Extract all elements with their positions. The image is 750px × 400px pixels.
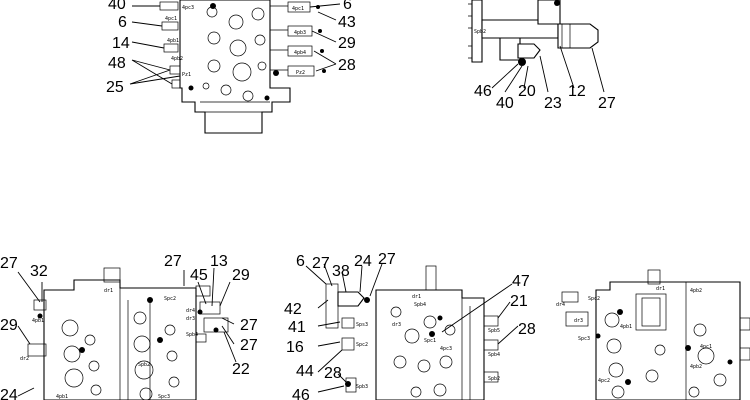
port-label: dr1 [656,286,665,292]
callout-13: 13 [210,253,228,270]
callout-40: 40 [108,0,126,13]
port-label: Spb4 [414,302,426,308]
valve-view-bottom-center: 6 27 38 24 27 42 41 16 44 28 46 47 21 28… [284,251,536,400]
port-label: Spc3 [158,394,170,400]
valve-view-bottom-right: dr4 Spc2 dr3 Spc3 dr1 4pb2 4pb1 4pc1 4pb… [556,269,750,400]
callout-6: 6 [296,253,305,270]
callout-27-c: 27 [240,317,258,334]
callout-46: 46 [292,387,310,400]
callout-27-d: 27 [240,337,258,354]
port-label: Spb3 [356,384,368,390]
port-label: 4pb1 [620,324,632,330]
callout-43: 43 [338,14,356,31]
port-label: 4pc3 [182,5,194,11]
valve-view-top-right: 46 40 20 23 12 27 Spb2 [468,0,616,112]
callout-29: 29 [338,35,356,52]
callout-27-b: 27 [378,251,396,268]
port-label: 4pb3 [294,30,306,36]
port-label: Pz1 [182,72,191,78]
port-label: dr4 [186,308,195,314]
port-label: 4pb2 [171,56,183,62]
callout-24: 24 [354,253,372,270]
callout-24: 24 [0,387,18,400]
callout-29-b: 29 [232,267,250,284]
callout-42: 42 [284,301,302,318]
port-label: Spc3 [578,336,590,342]
callout-27: 27 [312,255,330,272]
port-label: 4pb2 [690,364,702,370]
callout-48: 48 [108,55,126,72]
callout-22: 22 [232,361,250,378]
port-label: 4pc3 [440,346,452,352]
port-label: Sps3 [356,322,368,328]
callout-28-b: 28 [518,321,536,338]
port-label: Spc1 [424,338,436,344]
callout-29: 29 [0,317,18,334]
valve-view-top-left: 40 6 14 48 25 6 43 29 28 4pc1 4pb1 4pb2 … [106,0,356,134]
port-label: 4pb2 [690,288,702,294]
callout-32: 32 [30,263,48,280]
port-label: dr3 [574,318,583,324]
port-label: 4pb4 [294,50,306,56]
port-label: 4pb1 [56,394,68,400]
callout-44: 44 [296,363,314,380]
port-label: Spb2 [474,29,486,35]
callout-6: 6 [118,14,127,31]
port-label: 4pb1 [167,38,179,44]
callout-27: 27 [0,255,18,272]
valve-view-bottom-left: 27 32 29 24 27 45 13 29 27 27 22 dr1 Spc… [0,253,258,400]
port-label: Spb5 [488,328,500,334]
callout-38: 38 [332,263,350,280]
callout-16: 16 [286,339,304,356]
callout-28: 28 [324,365,342,382]
callout-25: 25 [106,79,124,96]
callout-47: 47 [512,273,530,290]
port-label: Spc2 [588,296,600,302]
port-label: 4pc1 [165,16,177,22]
port-label: dr3 [392,322,401,328]
port-label: 4pc2 [598,378,610,384]
port-label: dr2 [20,356,29,362]
port-label: dr1 [104,288,113,294]
callout-27: 27 [598,95,616,112]
callout-28: 28 [338,57,356,74]
callout-46: 46 [474,83,492,100]
port-label: Spc2 [356,342,368,348]
port-label: Spb4 [186,332,198,338]
port-label: Spb2 [488,376,500,382]
callout-40: 40 [496,95,514,112]
callout-41: 41 [288,319,306,336]
callout-27-b: 27 [164,253,182,270]
callout-21: 21 [510,293,528,310]
port-label: Spc2 [164,296,176,302]
port-label: dr3 [186,316,195,322]
callout-6-right: 6 [343,0,352,13]
port-label: 4pc1 [700,344,712,350]
port-label: Spb2 [138,362,150,368]
port-label: Spb4 [488,352,500,358]
port-label: 4pb1 [32,318,44,324]
callout-14: 14 [112,35,130,52]
callout-23: 23 [544,95,562,112]
port-label: 4pc1 [292,6,304,12]
callout-20: 20 [518,83,536,100]
port-label: dr4 [556,302,565,308]
port-label: dr1 [412,294,421,300]
port-label: Pz2 [296,70,305,76]
callout-12: 12 [568,83,586,100]
callout-45: 45 [190,267,208,284]
